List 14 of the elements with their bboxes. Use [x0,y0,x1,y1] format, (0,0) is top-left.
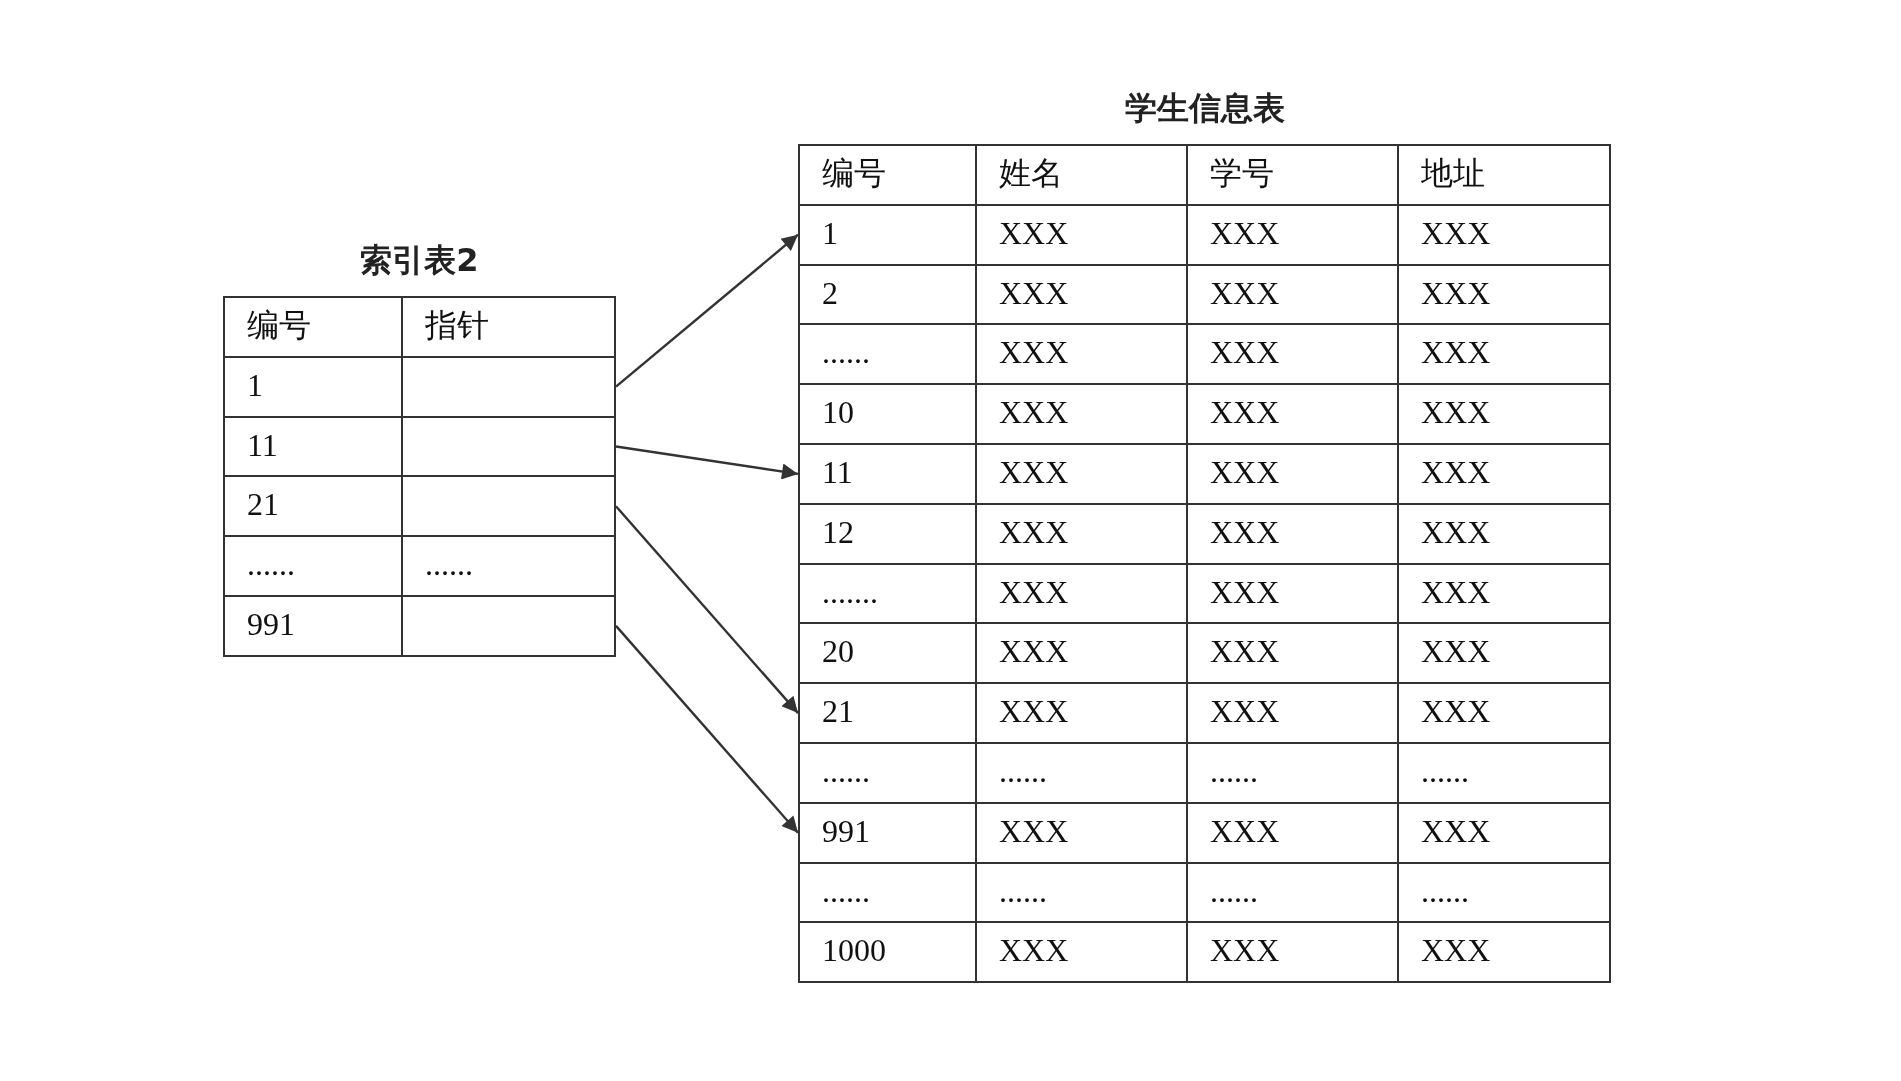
header-cell: 指针 [401,296,616,358]
table-cell: 991 [223,595,403,657]
arrow [615,625,799,834]
arrow [615,505,799,714]
header-cell: 编号 [798,144,977,206]
header-cell: 地址 [1397,144,1611,206]
table-title: 索引表2 [359,240,480,281]
table-cell: XXX [1397,921,1611,984]
arrow [615,233,799,388]
table-title: 学生信息表 [1123,88,1286,129]
pointer-cell [401,595,616,657]
header-cell: 编号 [223,296,403,358]
table-cell: 1000 [798,921,977,984]
arrow [615,445,799,480]
